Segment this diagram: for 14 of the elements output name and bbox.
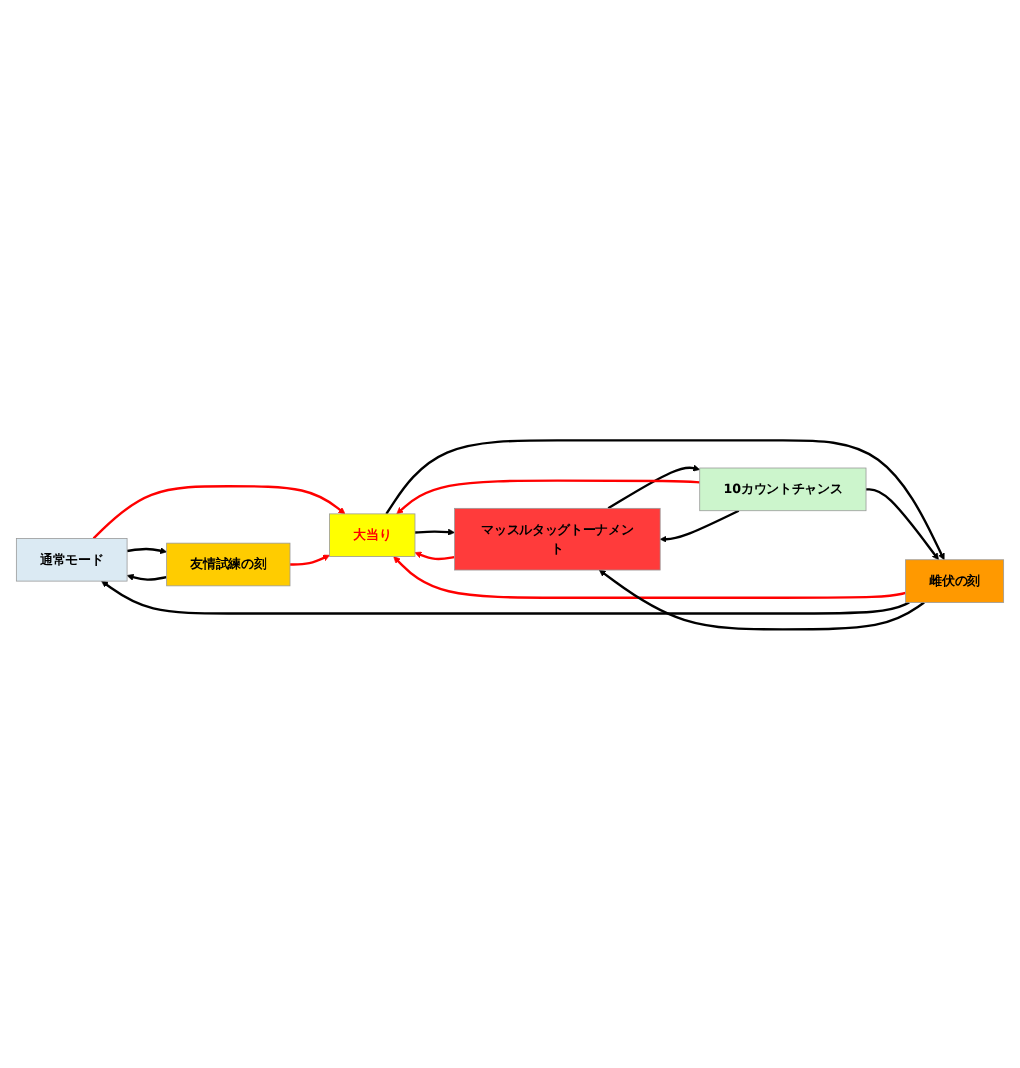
arrow <box>598 568 925 630</box>
arrow <box>607 463 701 509</box>
arrow <box>393 555 906 599</box>
arrow <box>101 579 910 614</box>
arrow <box>126 546 167 554</box>
arrow <box>396 478 700 514</box>
arrow <box>290 553 330 565</box>
arrow <box>126 573 167 580</box>
arrow <box>414 527 455 535</box>
arrow <box>659 508 740 542</box>
arrow <box>866 487 939 560</box>
arrow <box>385 438 945 560</box>
arrow <box>92 484 346 539</box>
arrow <box>414 550 455 560</box>
